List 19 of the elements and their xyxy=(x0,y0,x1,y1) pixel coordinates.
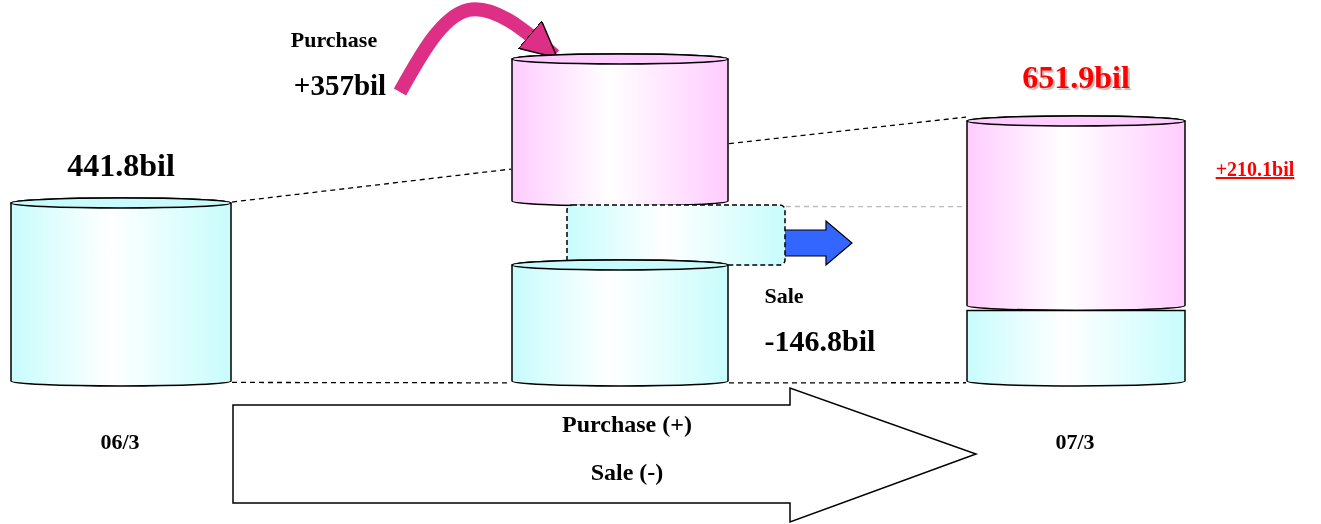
arrow xyxy=(393,2,560,96)
date-label: 07/3 xyxy=(1054,430,1096,455)
guide-line xyxy=(728,116,967,145)
text-label: 441.8bil xyxy=(66,148,176,184)
text-label: Purchase (+) xyxy=(561,411,693,438)
cylinder xyxy=(511,260,729,386)
text-label: -146.8bil xyxy=(763,324,877,357)
date-label: 06/3 xyxy=(99,430,141,455)
change-label: +210.1bil xyxy=(1214,158,1296,180)
text-label: Purchase xyxy=(289,28,379,53)
cylinder xyxy=(511,54,729,206)
guide-line xyxy=(231,168,512,203)
guide-line xyxy=(728,382,967,384)
text-label: +357bil xyxy=(292,70,388,102)
text-label: Sale xyxy=(763,284,805,309)
block-arrow xyxy=(232,387,978,523)
text-label: Sale (-) xyxy=(589,459,665,486)
cylinder xyxy=(566,204,786,266)
text-label: 651.9bil xyxy=(1021,60,1131,96)
